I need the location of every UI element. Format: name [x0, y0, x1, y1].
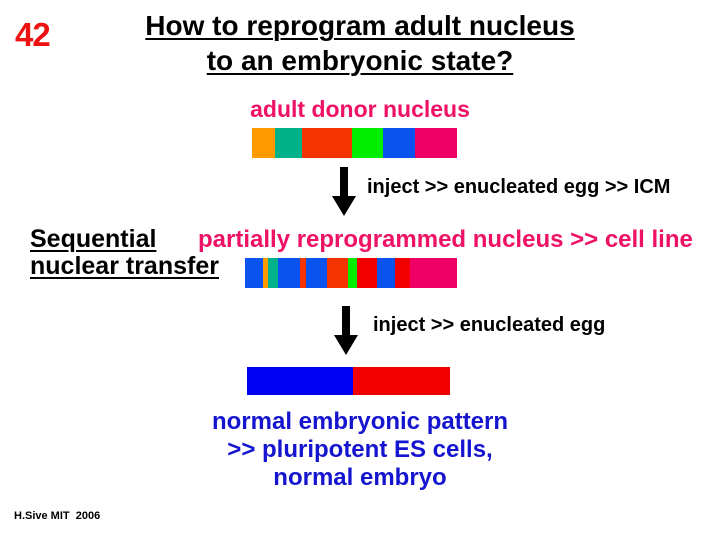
- nucleus-segment: [357, 258, 377, 288]
- nucleus-segment: [245, 258, 263, 288]
- nucleus-segment: [300, 258, 306, 288]
- nucleus-segment: [348, 258, 357, 288]
- page-title: How to reprogram adult nucleus to an emb…: [0, 8, 720, 78]
- inject-enucleated-egg-label: inject >> enucleated egg: [373, 314, 606, 336]
- nucleus-segment: [252, 128, 275, 158]
- partially-reprogrammed-nucleus-label: partially reprogrammed nucleus >> cell l…: [198, 226, 693, 253]
- adult-donor-nucleus-label: adult donor nucleus: [250, 96, 470, 122]
- arrow-shaft: [340, 167, 348, 196]
- sequential-label-line-1: Sequential: [30, 225, 157, 253]
- arrow-head: [332, 196, 356, 216]
- partial-nucleus-bar: [245, 258, 457, 288]
- normal-label-line-3: normal embryo: [273, 464, 447, 491]
- inject-enucleated-egg-icm-label: inject >> enucleated egg >> ICM: [367, 176, 671, 198]
- nucleus-segment: [327, 258, 348, 288]
- nucleus-segment: [383, 128, 415, 158]
- nucleus-segment: [268, 258, 278, 288]
- nucleus-segment: [395, 258, 410, 288]
- normal-label-line-2: >> pluripotent ES cells,: [227, 436, 493, 463]
- adult-nucleus-bar: [252, 128, 457, 158]
- nucleus-segment: [263, 258, 268, 288]
- nucleus-segment: [278, 258, 300, 288]
- nucleus-segment: [275, 128, 302, 158]
- nucleus-segment: [306, 258, 327, 288]
- sequential-label-line-2: nuclear transfer: [30, 252, 219, 280]
- nucleus-segment: [377, 258, 395, 288]
- nucleus-segment: [353, 367, 450, 395]
- arrow-shaft: [342, 306, 350, 335]
- slide-number: 42: [15, 16, 51, 53]
- nucleus-segment: [415, 128, 457, 158]
- embryonic-nucleus-bar: [247, 367, 450, 395]
- down-arrow-icon: [334, 306, 358, 355]
- sequential-nuclear-transfer-label: Sequential nuclear transfer: [30, 226, 219, 280]
- normal-embryonic-pattern-label: normal embryonic pattern >> pluripotent …: [0, 408, 720, 492]
- page-title-line-1: How to reprogram adult nucleus: [145, 10, 575, 41]
- down-arrow-icon: [332, 167, 356, 216]
- nucleus-segment: [352, 128, 383, 158]
- page-title-line-2: to an embryonic state?: [206, 45, 514, 76]
- nucleus-segment: [302, 128, 352, 158]
- credit-label: H.Sive MIT 2006: [14, 510, 101, 522]
- arrow-head: [334, 335, 358, 355]
- nucleus-segment: [247, 367, 353, 395]
- nucleus-segment: [410, 258, 457, 288]
- normal-label-line-1: normal embryonic pattern: [211, 408, 509, 435]
